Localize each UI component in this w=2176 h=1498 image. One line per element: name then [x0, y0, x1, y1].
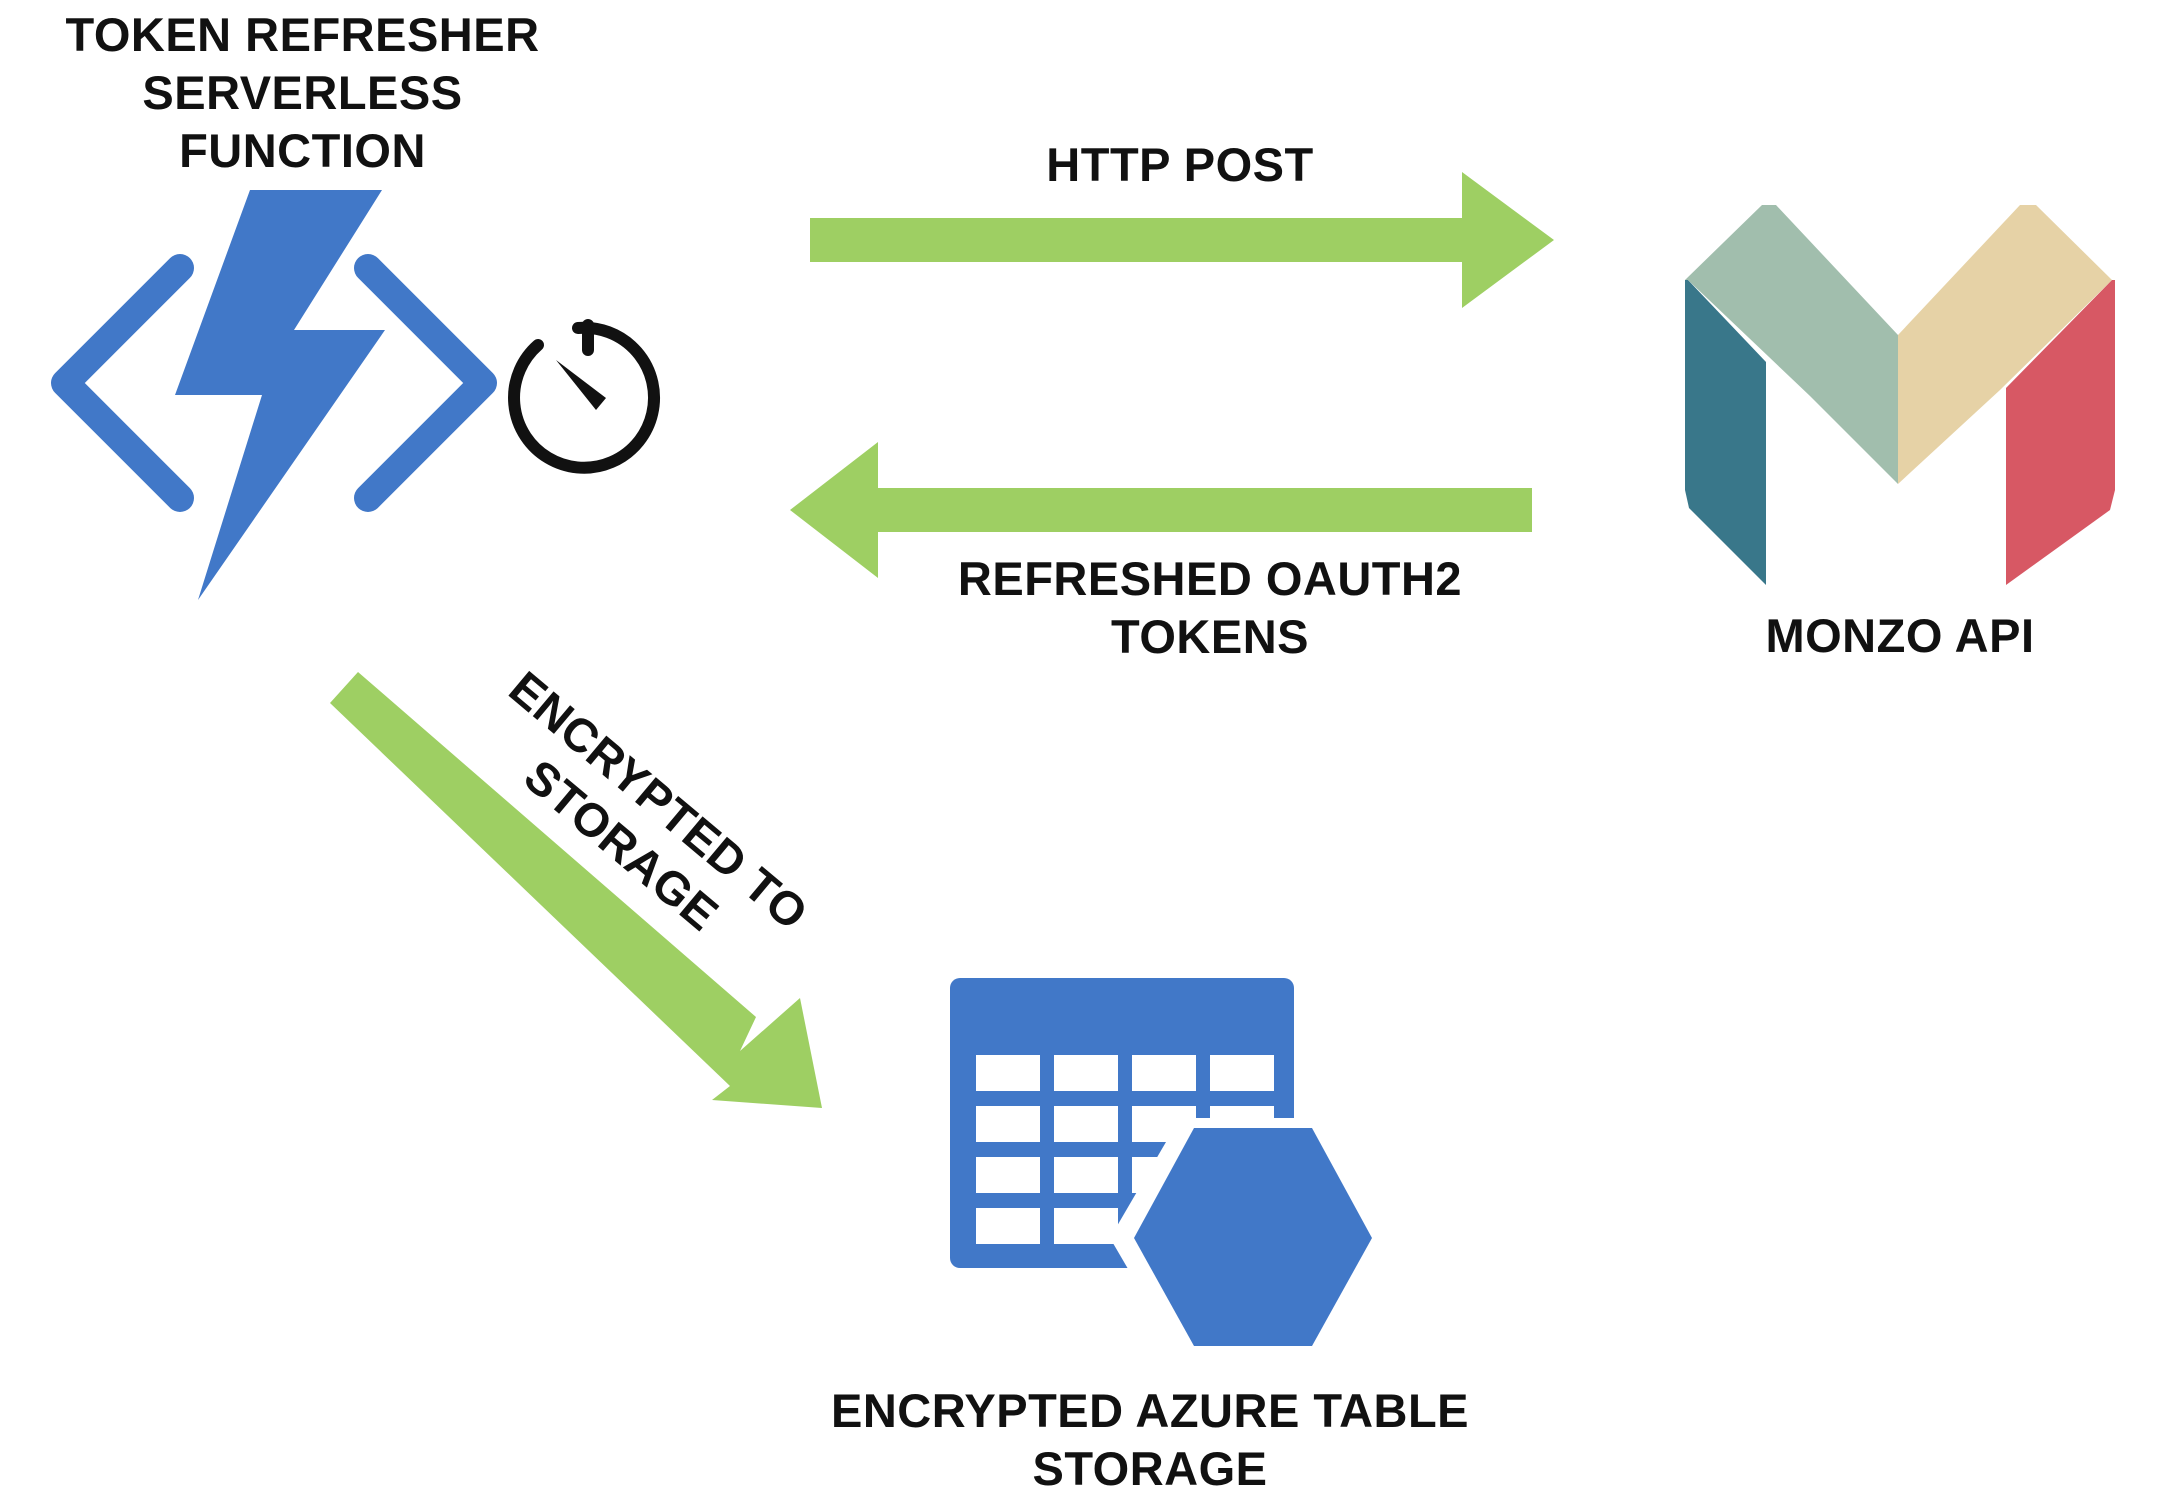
storage-label-line-2: STORAGE: [1032, 1442, 1268, 1495]
hexagon: [1134, 1128, 1372, 1346]
monzo-api-label: MONZO API: [1765, 609, 2035, 662]
lightning-bolt: [175, 190, 385, 600]
http-post-arrow: [810, 172, 1554, 308]
refreshed-tokens-line-1: REFRESHED OAUTH2: [957, 552, 1463, 605]
function-title-line-1: TOKEN REFRESHER: [65, 8, 540, 61]
azure-functions-icon: [51, 190, 497, 600]
function-title-line-2: SERVERLESS: [142, 66, 463, 119]
encrypted-to-storage-arrow: [330, 672, 822, 1108]
function-title: TOKEN REFRESHER SERVERLESS FUNCTION: [30, 6, 575, 180]
refreshed-tokens-label: REFRESHED OAUTH2 TOKENS: [900, 550, 1520, 666]
azure-table-storage-icon: [950, 978, 1388, 1358]
refreshed-tokens-arrow: [790, 442, 1532, 578]
function-title-line-3: FUNCTION: [179, 124, 426, 177]
refreshed-tokens-line-2: TOKENS: [1111, 610, 1309, 663]
storage-label: ENCRYPTED AZURE TABLE STORAGE: [760, 1382, 1540, 1498]
storage-label-line-1: ENCRYPTED AZURE TABLE: [830, 1384, 1470, 1437]
left-code-bracket: [51, 254, 194, 512]
right-code-bracket: [354, 254, 497, 512]
monzo-logo-icon: [1685, 205, 2115, 585]
http-post-label: HTTP POST: [1046, 138, 1314, 191]
table-cells: [976, 1055, 1274, 1244]
timer-icon: [508, 319, 660, 474]
